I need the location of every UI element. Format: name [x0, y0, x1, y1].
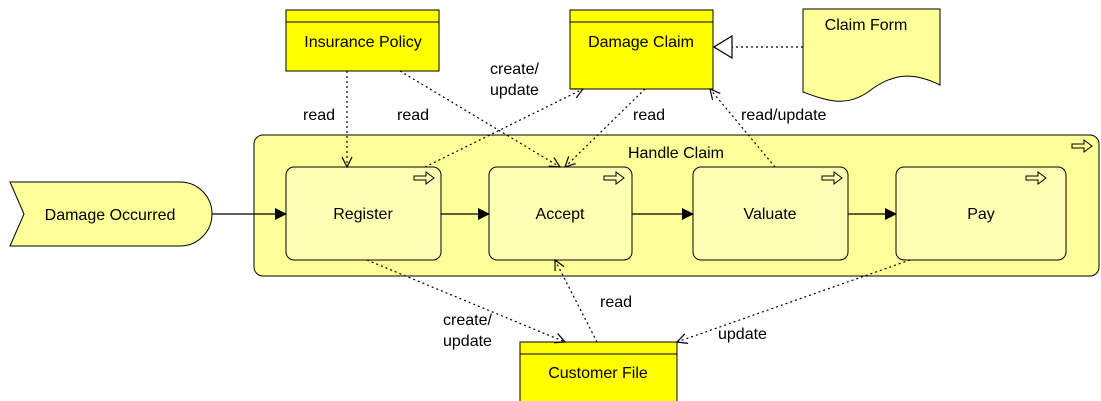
process-container[interactable] [253, 134, 1100, 277]
event-label: Damage Occurred [45, 207, 176, 224]
relation-label: create/ [490, 61, 539, 78]
access-customer-accept[interactable] [555, 260, 598, 343]
damage-claim-label: Damage Claim [588, 34, 694, 51]
relation-label: read [397, 107, 429, 124]
access-policy-accept[interactable] [399, 70, 560, 167]
relation-label: update [718, 326, 767, 343]
process-icon [413, 171, 435, 185]
step-accept[interactable]: Accept [488, 166, 633, 261]
process-icon [821, 171, 843, 185]
data-object-customer-file[interactable]: Customer File [519, 341, 678, 401]
step-register-label: Register [333, 206, 393, 223]
relation-label: read/update [741, 107, 827, 124]
step-register[interactable]: Register [285, 166, 442, 261]
relation-label: read [600, 294, 632, 311]
access-register-customer[interactable] [366, 259, 565, 342]
access-register-claim[interactable] [424, 89, 583, 168]
relation-label: update [490, 82, 539, 99]
relation-label: create/ [443, 312, 492, 329]
process-label: Handle Claim [628, 145, 724, 162]
access-valuate-claim[interactable] [710, 89, 776, 168]
access-claim-accept[interactable] [565, 88, 646, 167]
relation-label: update [443, 333, 492, 350]
step-valuate-label: Valuate [743, 206, 796, 223]
customer-file-label: Customer File [548, 365, 648, 382]
data-object-insurance-policy[interactable]: Insurance Policy [285, 9, 440, 72]
process-icon [1025, 171, 1047, 185]
claim-form-label: Claim Form [825, 17, 908, 34]
process-icon [1071, 139, 1093, 153]
step-pay[interactable]: Pay [895, 166, 1067, 261]
representation-claim-form[interactable]: Claim Form [802, 8, 941, 102]
event-damage-occurred[interactable]: Damage Occurred [9, 181, 213, 247]
relation-label: read [303, 107, 335, 124]
relation-label: read [633, 107, 665, 124]
step-pay-label: Pay [967, 206, 995, 223]
data-object-damage-claim[interactable]: Damage Claim [569, 9, 714, 90]
process-icon [603, 171, 625, 185]
step-accept-label: Accept [536, 206, 585, 223]
access-pay-customer[interactable] [677, 259, 911, 342]
process-handle-claim[interactable]: Handle Claim [253, 134, 1100, 277]
insurance-policy-label: Insurance Policy [304, 34, 421, 51]
step-valuate[interactable]: Valuate [692, 166, 849, 261]
